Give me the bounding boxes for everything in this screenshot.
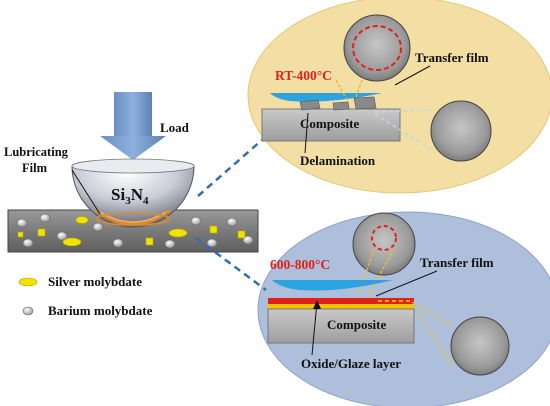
high-temp-sem-image-right: [450, 316, 510, 376]
low-temp-composite-block: [261, 108, 401, 142]
legend-barium-marker: [22, 306, 34, 316]
low-temp-sem-image-right: [430, 100, 492, 162]
low-temp-composite-label: Composite: [300, 116, 359, 131]
low-temp-label: RT-400°C: [275, 68, 332, 83]
legend-silver-marker: [18, 277, 38, 287]
high-temp-composite-block: [267, 308, 415, 344]
load-arrow: [100, 92, 166, 160]
high-temp-sem-image-top: [352, 212, 416, 276]
particles: [16, 213, 254, 249]
high-temp-label: 600-800°C: [270, 257, 330, 272]
si3n4-label: Si3N4: [111, 185, 149, 207]
oxide-glaze-label: Oxide/Glaze layer: [301, 356, 401, 371]
lubricating-film-text: Lubricating Film: [4, 145, 71, 175]
delamination-label: Delamination: [300, 153, 376, 168]
load-label: Load: [160, 120, 190, 135]
connector-upper: [197, 139, 263, 197]
low-temp-sem-image-top: [343, 14, 411, 82]
connector-lower: [195, 236, 267, 292]
delamination-flakes: [299, 96, 377, 111]
legend: Silver molybdate Barium molybdate: [18, 274, 153, 318]
lubricating-film-pointer: [71, 169, 101, 215]
legend-barium-label: Barium molybdate: [48, 303, 153, 318]
legend-silver-label: Silver molybdate: [48, 274, 142, 289]
low-temp-transfer-film: [270, 93, 382, 102]
lubricating-film: [95, 208, 171, 226]
oxide-glaze-layer: [268, 298, 414, 304]
low-temp-transfer-film-label: Transfer film: [415, 50, 489, 65]
high-temp-transfer-film: [272, 280, 393, 291]
high-temp-transfer-film-label: Transfer film: [420, 255, 494, 270]
high-temp-composite-label: Composite: [327, 317, 386, 332]
